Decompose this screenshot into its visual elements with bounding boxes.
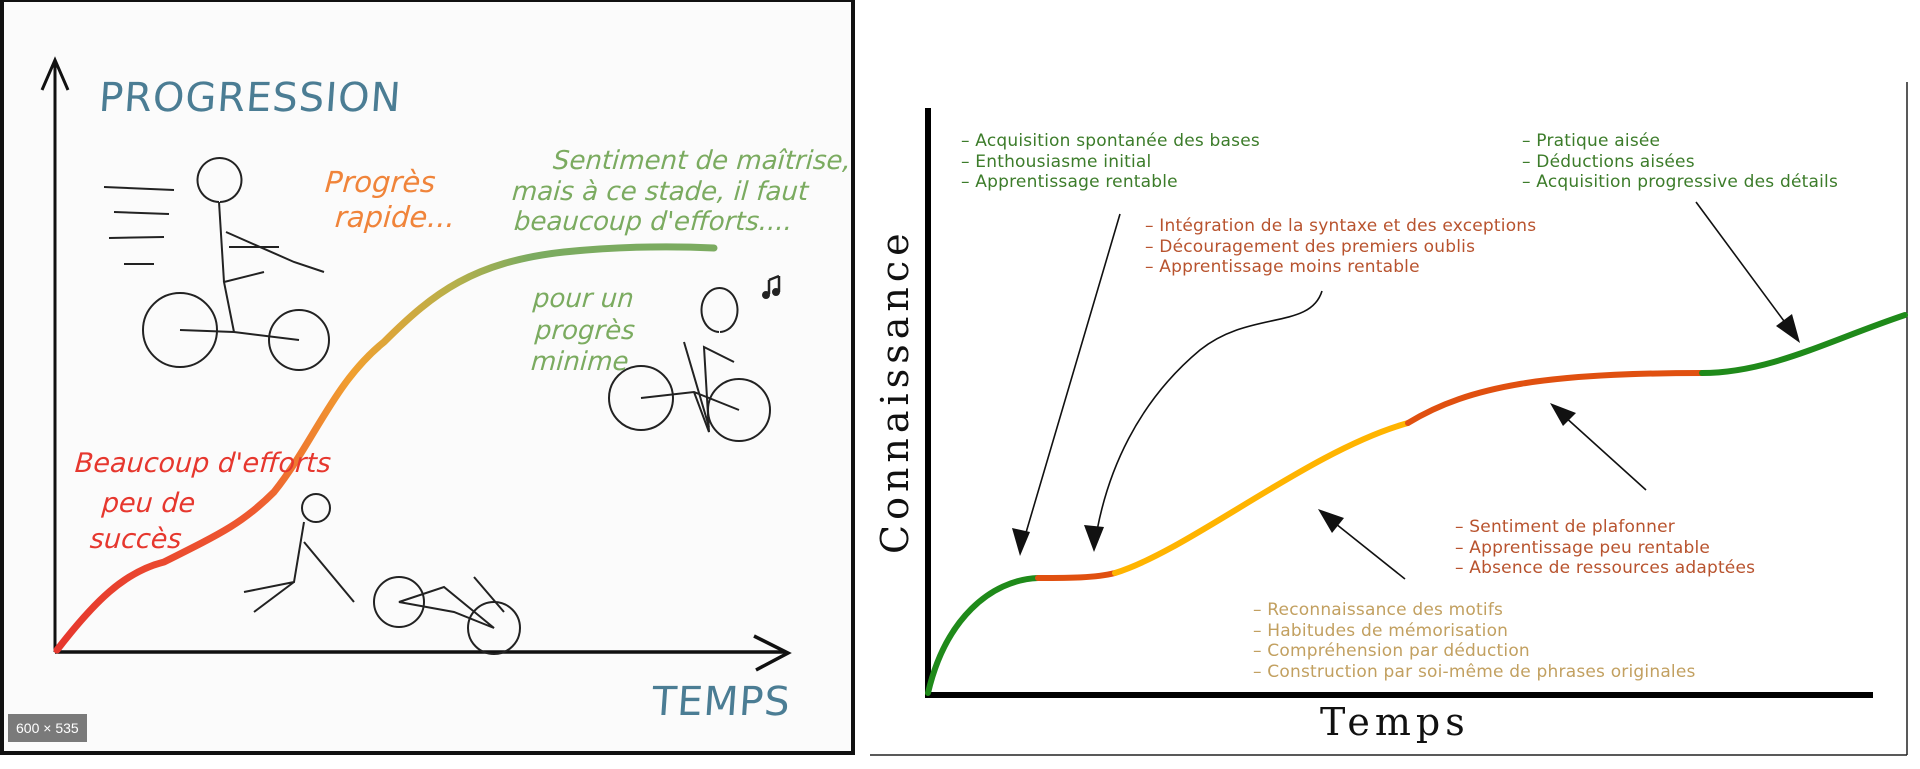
x-axis-arrow [55, 634, 792, 672]
image-size-badge: 600 × 535 [8, 714, 87, 742]
start-label-3: succès [88, 524, 183, 555]
notes-early: – Acquisition spontanée des bases – Enth… [961, 131, 1260, 193]
note-line: – Acquisition spontanée des bases [961, 131, 1260, 151]
minimal-progress-label-3: minime [529, 347, 630, 377]
note-line: – Acquisition progressive des détails [1522, 172, 1838, 192]
fast-cyclist-illustration [103, 157, 330, 371]
right-curve-drawing [870, 82, 1908, 756]
note-line: – Pratique aisée [1522, 131, 1661, 151]
notes-late: – Pratique aisée – Déductions aisées – A… [1522, 131, 1838, 193]
y-axis-label: PROGRESSION [97, 75, 404, 121]
curve-segment-second-plateau [1405, 370, 1705, 426]
note-line: – Enthousiasme initial [961, 151, 1152, 172]
progress-curve [53, 243, 718, 654]
knowledge-curve-diagram: Connaissance Temps – Acquisition spontan… [870, 0, 1920, 769]
note-line: – Sentiment de plafonner [1455, 517, 1675, 537]
start-label-2: peu de [100, 488, 197, 519]
mastery-label-2: mais à ce stade, il faut [510, 177, 810, 207]
notes-growth: – Reconnaissance des motifs – Habitudes … [1253, 600, 1696, 682]
hand-drawn-learning-curve: PROGRESSION TEMPS Progrès rapide... Sent… [0, 0, 855, 755]
annotation-arrows [1019, 201, 1799, 580]
curve-segment-late [1699, 312, 1908, 376]
left-curve-drawing [40, 56, 792, 672]
fast-progress-label-1: Progrès [323, 165, 437, 199]
minimal-progress-label-2: progrès [533, 316, 636, 346]
note-line: – Habitudes de mémorisation [1253, 620, 1509, 641]
arrow-early [1019, 213, 1121, 554]
mastery-label-1: Sentiment de maîtrise, [551, 146, 852, 176]
arrow-first-plateau [1093, 290, 1323, 550]
curve-segment-initial [925, 575, 1041, 696]
start-label-1: Beaucoup d'efforts [73, 448, 333, 479]
note-line: – Apprentissage rentable [961, 172, 1178, 192]
mastery-label-3: beaucoup d'efforts.... [512, 207, 794, 237]
notes-first-plateau: – Intégration de la syntaxe et des excep… [1145, 216, 1536, 278]
relaxed-cyclist-illustration [608, 274, 781, 442]
note-line: – Découragement des premiers oublis [1145, 236, 1476, 257]
notes-second-plateau: – Sentiment de plafonner – Apprentissage… [1455, 517, 1755, 579]
note-line: – Apprentissage peu rentable [1455, 537, 1711, 558]
arrow-late [1695, 201, 1799, 341]
note-line: – Apprentissage moins rentable [1145, 257, 1420, 277]
curve-segment-first-plateau [1035, 570, 1118, 581]
y-axis-arrow [40, 56, 70, 652]
note-line: – Intégration de la syntaxe et des excep… [1145, 216, 1537, 236]
x-axis-label: TEMPS [650, 679, 793, 725]
x-axis-label: Temps [1320, 700, 1470, 744]
arrowheads [1012, 314, 1800, 556]
fallen-cyclist-illustration [243, 493, 521, 655]
y-axis-label: Connaissance [873, 228, 917, 554]
curve-segment-growth [1112, 420, 1411, 576]
fast-progress-label-2: rapide... [333, 200, 457, 234]
note-line: – Déductions aisées [1522, 151, 1695, 172]
note-line: – Compréhension par déduction [1253, 641, 1530, 661]
note-line: – Absence de ressources adaptées [1455, 558, 1756, 578]
note-line: – Reconnaissance des motifs [1253, 600, 1504, 620]
note-line: – Construction par soi-même de phrases o… [1253, 661, 1696, 682]
minimal-progress-label-1: pour un [531, 284, 635, 314]
